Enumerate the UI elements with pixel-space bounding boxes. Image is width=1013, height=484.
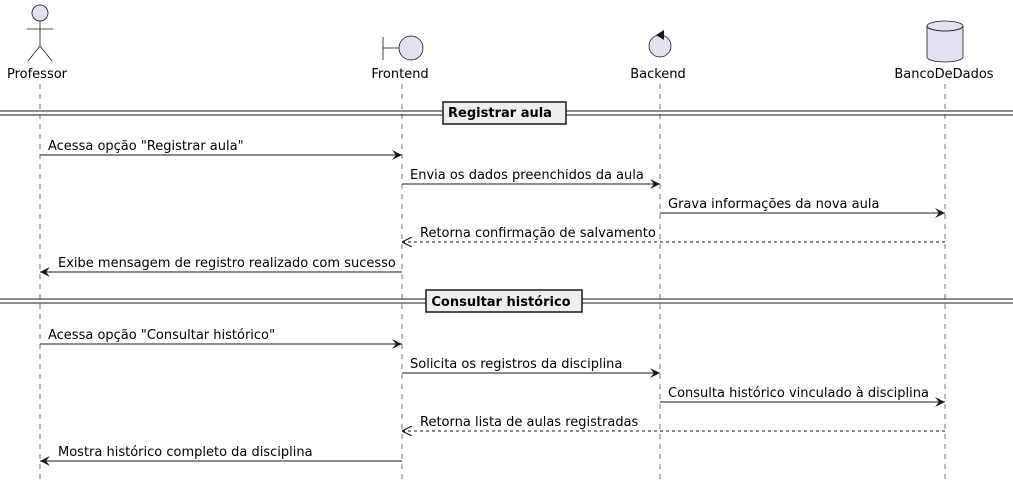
message-envia-dados: Envia os dados preenchidos da aula — [402, 168, 660, 189]
message-label: Retorna lista de aulas registradas — [420, 415, 639, 430]
participant-backend: Backend — [630, 30, 686, 82]
boundary-icon — [382, 35, 424, 61]
participant-frontend: Frontend — [371, 35, 429, 82]
participant-label: Frontend — [371, 67, 428, 82]
message-acessa-consultar: Acessa opção "Consultar histórico" — [40, 328, 402, 349]
participant-label: Backend — [630, 67, 686, 82]
message-mostra-historico: Mostra histórico completo da disciplina — [40, 445, 402, 466]
message-label: Envia os dados preenchidos da aula — [410, 168, 644, 183]
actor-icon — [27, 4, 53, 62]
message-label: Grava informações da nova aula — [668, 197, 879, 212]
message-consulta-historico: Consulta histórico vinculado à disciplin… — [660, 386, 945, 407]
section-label: Registrar aula — [448, 106, 552, 121]
message-label: Solicita os registros da disciplina — [410, 357, 622, 372]
participant-professor: Professor — [7, 4, 68, 82]
message-label: Retorna confirmação de salvamento — [420, 226, 656, 241]
message-grava-informacoes: Grava informações da nova aula — [660, 197, 945, 218]
message-acessa-registrar: Acessa opção "Registrar aula" — [40, 139, 402, 160]
message-retorna-lista: Retorna lista de aulas registradas — [402, 415, 945, 431]
message-label: Mostra histórico completo da disciplina — [58, 445, 313, 460]
message-label: Acessa opção "Consultar histórico" — [48, 328, 275, 343]
participant-label: Professor — [7, 67, 68, 82]
message-exibe-mensagem: Exibe mensagem de registro realizado com… — [40, 256, 402, 277]
message-retorna-confirmacao: Retorna confirmação de salvamento — [402, 226, 945, 242]
message-label: Acessa opção "Registrar aula" — [48, 139, 244, 154]
section-label: Consultar histórico — [431, 295, 570, 310]
message-label: Exibe mensagem de registro realizado com… — [58, 256, 396, 271]
message-label: Consulta histórico vinculado à disciplin… — [668, 386, 929, 401]
participant-label: BancoDeDados — [894, 67, 993, 82]
database-icon — [926, 20, 964, 63]
participant-bancodedados: BancoDeDados — [894, 20, 994, 82]
section-separator-consultar-historico: Consultar histórico — [0, 289, 1013, 313]
control-icon — [648, 30, 672, 58]
message-solicita-registros: Solicita os registros da disciplina — [402, 357, 660, 378]
section-separator-registrar-aula: Registrar aula — [0, 101, 1013, 125]
